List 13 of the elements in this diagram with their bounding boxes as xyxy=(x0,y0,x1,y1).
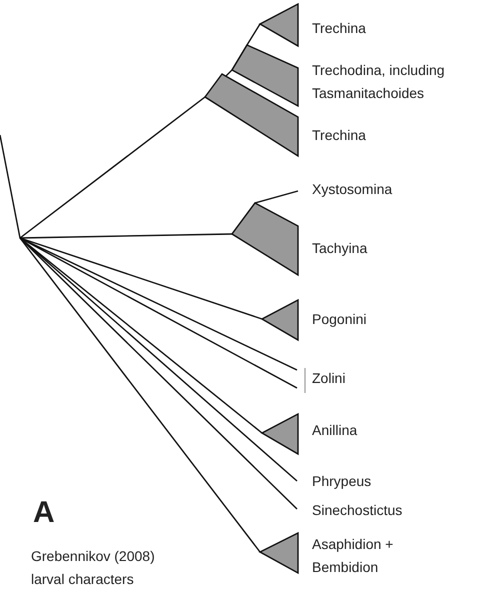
taxon-label: Trechodina, including Tasmanitachoides xyxy=(312,61,446,103)
taxon-label: Xystosomina xyxy=(312,180,394,199)
taxon-label: Phrypeus xyxy=(312,472,372,491)
taxon-label: Asaphidion + Bembidion xyxy=(312,535,394,577)
panel-letter: A xyxy=(33,498,56,528)
taxon-label: Tachyina xyxy=(312,239,368,258)
taxon-label: Zolini xyxy=(312,369,346,388)
taxon-label: Pogonini xyxy=(312,310,368,329)
taxon-label: Trechina xyxy=(312,126,367,145)
taxon-label: Sinechostictus xyxy=(312,501,404,520)
taxon-label: Anillina xyxy=(312,421,358,440)
figure-caption: Grebennikov (2008) larval characters xyxy=(31,547,156,589)
taxon-label: Trechina xyxy=(312,19,367,38)
